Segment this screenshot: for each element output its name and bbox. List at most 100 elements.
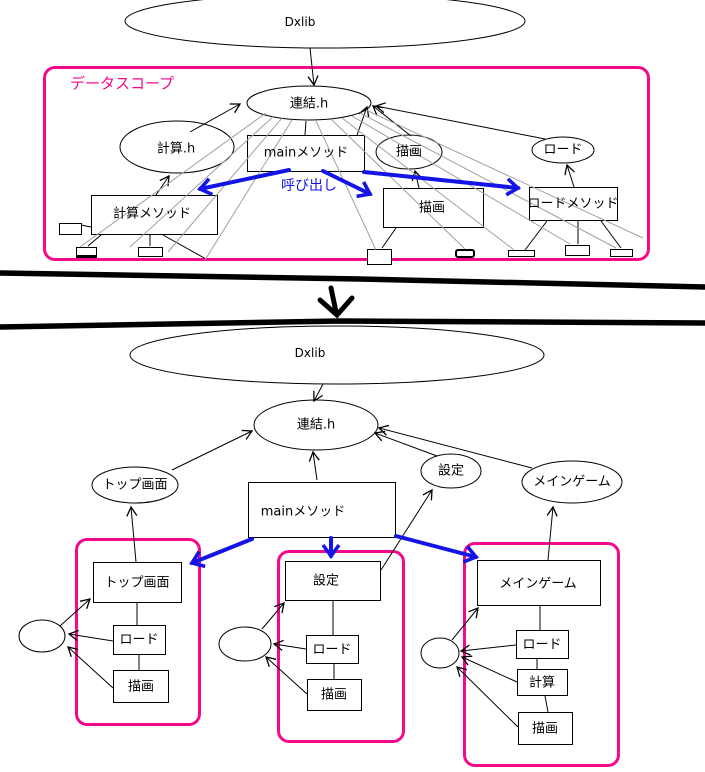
gray-line xyxy=(341,117,515,251)
connector-line xyxy=(380,488,433,571)
bottom-connectors xyxy=(59,383,558,728)
connector-line xyxy=(304,120,307,136)
load-ellipse-top xyxy=(531,136,595,164)
maingame-calc-box xyxy=(517,669,568,696)
maingame-title-label: メインゲーム xyxy=(499,576,577,592)
connector-line xyxy=(460,655,518,683)
ellipse-shapes xyxy=(18,0,623,669)
byouga-ellipse-label: 描画 xyxy=(395,144,423,160)
gray-line xyxy=(204,119,293,261)
leaf-box xyxy=(610,249,633,257)
gray-line xyxy=(359,112,617,249)
renketsu-label-top: 連結.h xyxy=(289,96,329,112)
top-screen-load-box xyxy=(113,625,166,655)
renketsu-label-bottom: 連結.h xyxy=(296,417,336,433)
connector-line xyxy=(80,224,92,228)
settings-title-box xyxy=(285,561,381,601)
data-scope-frame xyxy=(43,66,650,261)
keisan-h-label: 計算.h xyxy=(156,141,196,157)
keisan-method-label: 計算メソッド xyxy=(112,206,192,222)
leaf-disk xyxy=(455,249,475,258)
top-screen-ellipse xyxy=(91,466,179,504)
settings-ellipse-label: 設定 xyxy=(437,463,465,479)
keisan-method-box xyxy=(91,195,218,235)
leaf-box xyxy=(138,247,163,257)
byouga-rect-label: 描画 xyxy=(418,200,446,216)
load-method-label: ロードメソッド xyxy=(527,196,619,212)
connector-line xyxy=(189,103,242,133)
keisan-h-ellipse xyxy=(119,120,235,174)
divider-line xyxy=(0,318,705,330)
connector-line xyxy=(544,695,549,713)
connector-line xyxy=(546,505,558,561)
settings-load-label: ロード xyxy=(312,642,352,658)
maingame-load-label: ロード xyxy=(522,637,562,653)
gray-line xyxy=(315,120,377,251)
dxlib-label-bottom: Dxlib xyxy=(294,346,326,360)
call-arrow xyxy=(197,168,291,197)
connector-line xyxy=(272,639,307,651)
maingame-ellipse xyxy=(521,460,623,504)
top-screen-draw-box xyxy=(113,670,169,703)
gray-dependency-lines xyxy=(79,109,644,261)
state-ellipse-right xyxy=(420,637,460,669)
divider-line xyxy=(0,270,705,290)
maingame-ellipse-label: メインゲーム xyxy=(533,474,611,490)
maingame-title-box xyxy=(477,560,601,606)
connector-line xyxy=(564,163,575,188)
top-screen-title-label: トップ画面 xyxy=(104,575,170,591)
dxlib-ellipse-bottom xyxy=(129,325,545,385)
connector-line xyxy=(265,656,308,695)
leaf-box xyxy=(565,245,590,256)
gray-line xyxy=(331,119,466,250)
leaf-box xyxy=(59,223,82,235)
connector-line xyxy=(374,102,546,140)
transition-arrow xyxy=(317,295,355,319)
top-screen-load-label: ロード xyxy=(119,632,159,648)
leaf-box xyxy=(76,247,97,258)
main-method-label-bottom: mainメソッド xyxy=(260,504,346,520)
main-method-box-top xyxy=(247,135,365,172)
gray-line xyxy=(351,115,571,245)
dxlib-ellipse-top xyxy=(124,0,526,49)
connector-line xyxy=(261,601,285,630)
call-arrow xyxy=(394,534,479,564)
connector-line xyxy=(451,606,479,641)
connector-line xyxy=(67,646,114,689)
connector-line xyxy=(456,666,519,728)
connector-line xyxy=(459,644,517,656)
call-label: 呼び出し xyxy=(281,178,337,194)
dxlib-label-top: Dxlib xyxy=(284,15,316,29)
connector-line xyxy=(87,234,102,247)
main-method-box-bottom xyxy=(248,482,396,538)
connector-line xyxy=(67,629,114,642)
settings-ellipse xyxy=(420,453,482,489)
settings-title-label: 設定 xyxy=(312,573,340,589)
top-screen-ellipse-label: トップ画面 xyxy=(102,477,168,493)
top-screen-title-box xyxy=(93,562,182,603)
connector-line xyxy=(126,505,138,563)
maingame-draw-label: 描画 xyxy=(531,721,559,737)
data-scope-label: データスコープ xyxy=(69,74,175,93)
divider xyxy=(0,270,705,330)
connector-line xyxy=(377,424,533,469)
maingame-calc-label: 計算 xyxy=(528,675,556,691)
connector-line xyxy=(373,430,438,457)
call-arrows xyxy=(189,168,522,569)
connector-line xyxy=(307,47,319,87)
state-ellipse-left xyxy=(18,619,66,653)
connector-line xyxy=(162,234,207,260)
connector-line xyxy=(59,598,91,627)
connector-line xyxy=(171,429,254,471)
connector-line xyxy=(308,450,320,481)
connector-line xyxy=(524,220,548,251)
load-ellipse-label: ロード xyxy=(543,142,583,158)
transition-arrow xyxy=(328,285,339,315)
gray-line xyxy=(365,109,644,239)
connector-line xyxy=(381,227,397,249)
connector-line xyxy=(313,383,324,403)
leaf-box xyxy=(367,249,392,265)
maingame-load-box xyxy=(516,630,569,659)
